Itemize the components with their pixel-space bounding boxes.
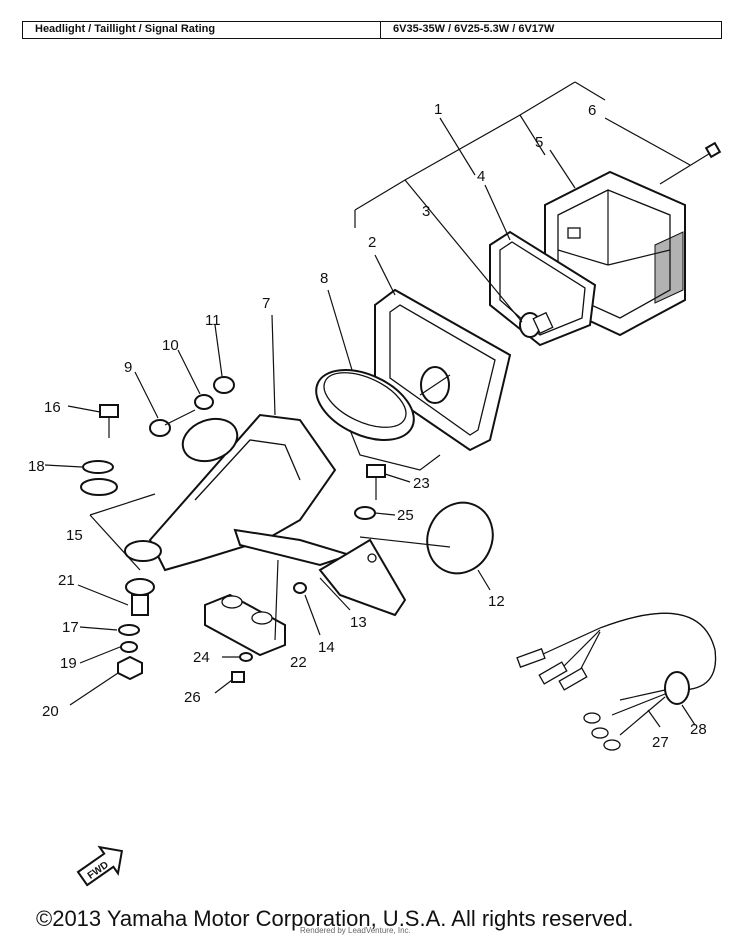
callout-26: 26 — [184, 689, 201, 706]
callout-18: 18 — [28, 458, 45, 475]
reflector-bracket — [315, 369, 441, 471]
callout-17: 17 — [62, 619, 79, 636]
callout-5: 5 — [535, 134, 543, 151]
lens-12 — [426, 501, 494, 575]
callout-19: 19 — [60, 655, 77, 672]
housing-screw — [659, 141, 722, 185]
callout-12: 12 — [488, 593, 505, 610]
hardware — [80, 376, 386, 683]
callout-labels: 1 2 3 4 5 6 7 8 9 10 11 12 13 14 15 16 1… — [28, 101, 707, 751]
callout-16: 16 — [44, 399, 61, 416]
leader-lines — [44, 81, 696, 728]
callout-11: 11 — [205, 312, 221, 329]
callout-7: 7 — [262, 295, 270, 312]
callout-28: 28 — [690, 721, 707, 738]
lens-gasket — [489, 230, 597, 347]
callout-14: 14 — [318, 639, 335, 656]
callout-25: 25 — [397, 507, 414, 524]
callout-8: 8 — [320, 270, 328, 287]
callout-27: 27 — [652, 734, 669, 751]
copyright-notice: ©2013 Yamaha Motor Corporation, U.S.A. A… — [36, 906, 634, 931]
wiring-harness — [516, 612, 717, 751]
callout-20: 20 — [42, 703, 59, 720]
callout-4: 4 — [477, 168, 485, 185]
callout-1: 1 — [434, 101, 442, 118]
callout-6: 6 — [588, 102, 596, 119]
callout-23: 23 — [413, 475, 430, 492]
callout-24: 24 — [193, 649, 210, 666]
bulb — [519, 311, 554, 338]
callout-3: 3 — [422, 203, 430, 220]
rating-value: 6V35-35W / 6V25-5.3W / 6V17W — [393, 23, 555, 35]
render-watermark: Rendered by LeadVenture, Inc. — [300, 926, 411, 935]
callout-21: 21 — [58, 572, 75, 589]
callout-10: 10 — [162, 337, 179, 354]
cushion-block — [204, 593, 286, 657]
plate-bracket — [318, 538, 407, 617]
callout-22: 22 — [290, 654, 307, 671]
callout-2: 2 — [368, 234, 376, 251]
callout-9: 9 — [124, 359, 132, 376]
rating-table: Headlight / Taillight / Signal Rating 6V… — [22, 21, 722, 39]
tail-bracket — [148, 413, 354, 572]
taillight-base-plate — [374, 288, 512, 452]
callout-13: 13 — [350, 614, 367, 631]
callout-15: 15 — [66, 527, 83, 544]
fwd-arrow-icon: FWD — [76, 845, 124, 887]
rating-label: Headlight / Taillight / Signal Rating — [23, 22, 381, 38]
